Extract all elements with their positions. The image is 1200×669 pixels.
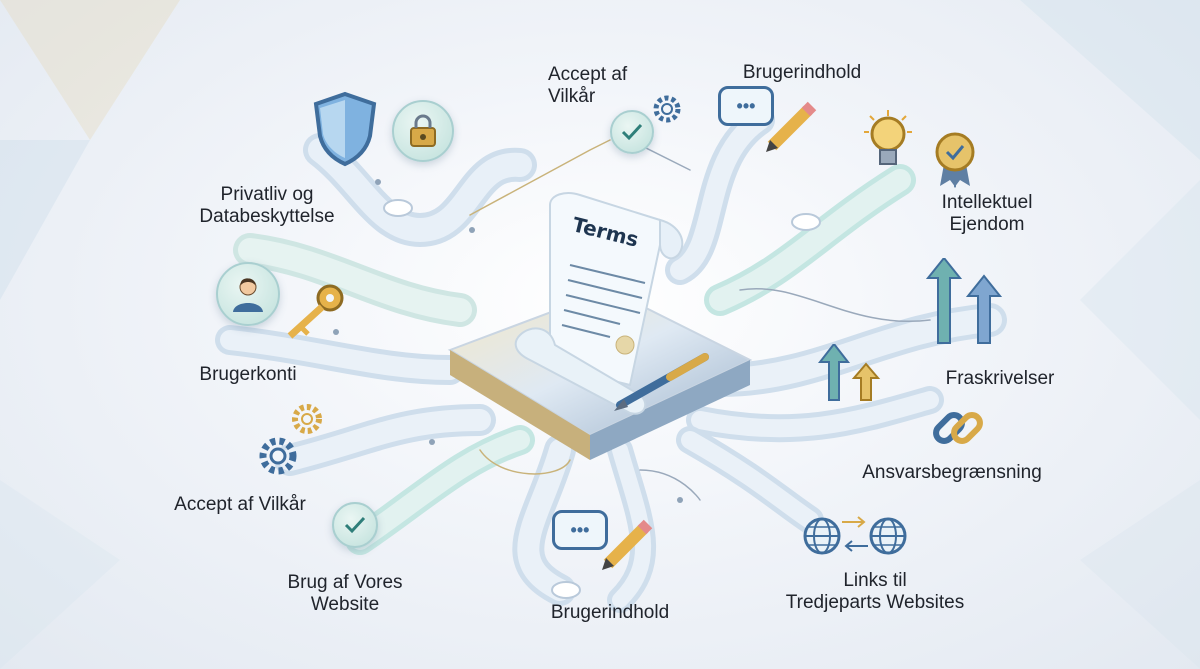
gear-icon <box>259 437 297 475</box>
node-label-user-accounts: Brugerkonti <box>199 364 297 385</box>
key-icon <box>287 284 344 339</box>
checkmark-icon <box>332 502 378 548</box>
checkmark-icon <box>610 110 654 154</box>
speech-bubble-icon: ••• <box>552 510 608 550</box>
node-label-disclaimers: Fraskrivelser <box>945 368 1055 389</box>
chain-link-icon <box>933 412 983 444</box>
node-label-third-party-links: Links til Tredjeparts Websites <box>785 570 965 613</box>
globe-icon <box>803 517 841 555</box>
node-label-user-content-top: Brugerindhold <box>742 62 862 83</box>
globe-icon <box>869 517 907 555</box>
pen-icon <box>614 353 709 411</box>
speech-bubble-icon: ••• <box>718 86 774 126</box>
shield-icon <box>313 91 377 167</box>
node-label-use-of-website: Brug af Vores Website <box>287 572 403 615</box>
lock-icon <box>392 100 454 162</box>
node-label-user-content-bottom: Brugerindhold <box>550 602 670 623</box>
arrow-up-icon <box>926 258 1003 344</box>
node-label-acceptance-top: Accept af Vilkår <box>548 64 628 107</box>
award-badge-icon <box>935 132 975 188</box>
node-label-privacy: Privatliv og Databeskyttelse <box>199 184 335 227</box>
node-label-intellectual-property: Intellektuel Ejendom <box>941 192 1033 235</box>
pencil-icon <box>602 519 653 570</box>
document-scroll-icon <box>514 192 684 415</box>
gear-icon <box>653 95 681 123</box>
exchange-arrows-icon <box>842 516 868 552</box>
gear-icon <box>292 404 322 434</box>
user-avatar-icon <box>216 262 280 326</box>
node-label-limitation-of-liability: Ansvarsbegrænsning <box>862 462 1042 483</box>
node-label-acceptance-bottom: Accept af Vilkår <box>174 494 306 515</box>
pencil-icon <box>766 101 817 152</box>
arrow-up-icon <box>818 344 881 401</box>
lightbulb-icon <box>864 110 912 165</box>
